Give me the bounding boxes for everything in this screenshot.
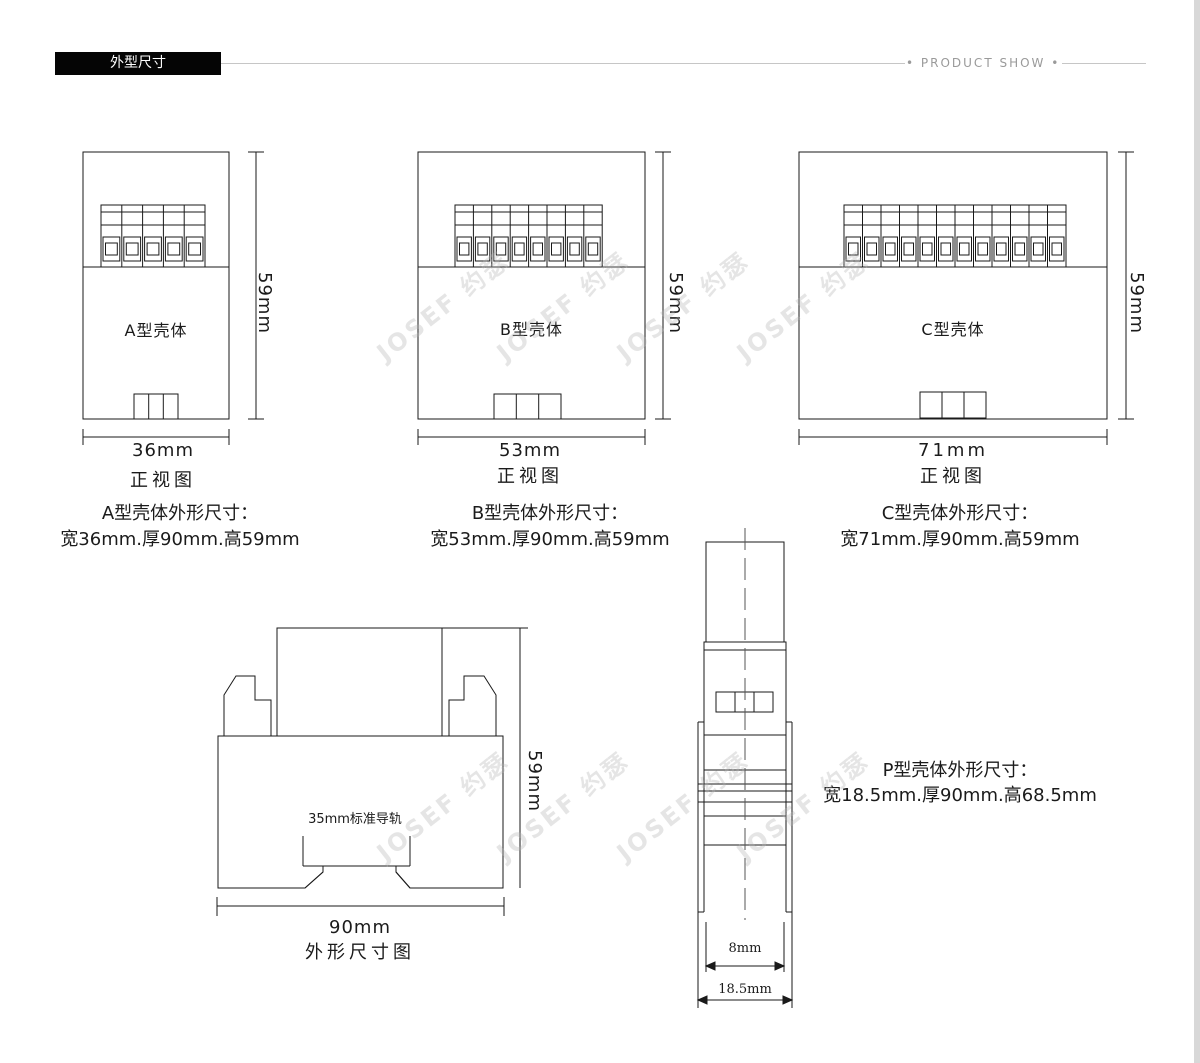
side-height-dimension (512, 627, 528, 888)
terminal-cell (185, 236, 204, 262)
side-view-label: 外形尺寸图 (305, 942, 415, 963)
product-show-tag: • PRODUCT SHOW • (906, 56, 1061, 70)
side-width-label: 90mm (329, 917, 391, 938)
terminal-block-c (843, 204, 1067, 268)
housing-outline-c (798, 151, 1108, 420)
terminal-cell (493, 236, 509, 262)
housing-label-a: A型壳体 (124, 321, 188, 340)
side-right-terminal (448, 675, 497, 736)
terminal-cell (901, 236, 917, 262)
terminal-cell (585, 236, 601, 262)
p-outer-width-label: 18.5mm (718, 982, 772, 997)
terminal-cell (511, 236, 528, 262)
terminal-cell (1030, 236, 1046, 262)
spec-title-b: B型壳体外形尺寸： (471, 503, 629, 524)
side-top-body (276, 627, 443, 737)
front-view-b (417, 151, 671, 445)
p-view (696, 528, 794, 1008)
p-spec-dims: 宽18.5mm.厚90mm.高68.5mm (823, 785, 1097, 806)
side-left-terminal (223, 675, 272, 736)
height-dimension-a (248, 151, 264, 420)
terminal-cell (548, 236, 564, 262)
terminal-cell (1012, 236, 1028, 262)
terminal-cell (956, 236, 972, 262)
housing-outline-a (82, 151, 230, 420)
height-label-c: 59mm (1126, 272, 1147, 334)
p-outer-width-dimension (696, 912, 794, 1008)
height-dimension-b (655, 151, 671, 420)
side-height-label: 59mm (524, 750, 545, 812)
terminal-cell (144, 236, 162, 262)
view-label-b: 正视图 (497, 466, 563, 487)
width-label-a: 36mm (132, 440, 194, 461)
housing-label-c: C型壳体 (921, 320, 985, 339)
height-label-b: 59mm (665, 272, 686, 334)
p-inner-width-label: 8mm (728, 941, 762, 956)
spec-title-a: A型壳体外形尺寸： (101, 503, 259, 524)
front-view-c (798, 151, 1134, 445)
header-divider-left (221, 63, 905, 64)
terminal-cell (882, 236, 898, 262)
height-dimension-c (1118, 151, 1134, 420)
spec-title-c: C型壳体外形尺寸： (881, 503, 1039, 524)
terminal-cell (102, 236, 121, 262)
terminal-block-a (100, 204, 206, 268)
spec-dims-c: 宽71mm.厚90mm.高59mm (840, 529, 1080, 550)
p-spec-title: P型壳体外形尺寸： (882, 760, 1038, 781)
terminal-cell (845, 236, 861, 262)
page-right-edge (1194, 0, 1200, 1063)
terminal-cell (864, 236, 880, 262)
width-dimension-a (82, 429, 230, 445)
connector-b (493, 393, 562, 420)
width-label-c: 71mm (918, 440, 988, 461)
terminal-cell (975, 236, 991, 262)
terminal-cell (919, 236, 935, 262)
terminal-cell (456, 236, 472, 262)
view-label-c: 正视图 (920, 466, 986, 487)
section-title: 外型尺寸 (55, 52, 221, 75)
header-divider-right (1062, 63, 1146, 64)
terminal-block-b (454, 204, 603, 268)
view-label-a: 正视图 (130, 470, 196, 491)
terminal-cell (164, 236, 183, 262)
terminal-cell (993, 236, 1009, 262)
connector-a (133, 393, 179, 420)
spec-dims-b: 宽53mm.厚90mm.高59mm (430, 529, 670, 550)
terminal-cell (566, 236, 583, 262)
terminal-cell (1049, 236, 1065, 262)
rail-label: 35mm标准导轨 (308, 812, 402, 827)
front-view-a (82, 151, 264, 445)
connector-c (919, 391, 987, 419)
terminal-cell (474, 236, 491, 262)
terminal-cell (123, 236, 142, 262)
width-label-b: 53mm (499, 440, 561, 461)
terminal-cell (530, 236, 546, 262)
side-width-dimension (216, 897, 505, 916)
height-label-a: 59mm (254, 272, 275, 334)
terminal-cell (938, 236, 954, 262)
width-dimension-c (798, 429, 1108, 445)
side-view (216, 627, 528, 916)
spec-dims-a: 宽36mm.厚90mm.高59mm (60, 529, 300, 550)
housing-outline-b (417, 151, 646, 420)
p-mid-body (703, 641, 787, 736)
width-dimension-b (417, 429, 646, 445)
p-inner-width-dimension (704, 922, 786, 972)
housing-label-b: B型壳体 (500, 320, 563, 339)
